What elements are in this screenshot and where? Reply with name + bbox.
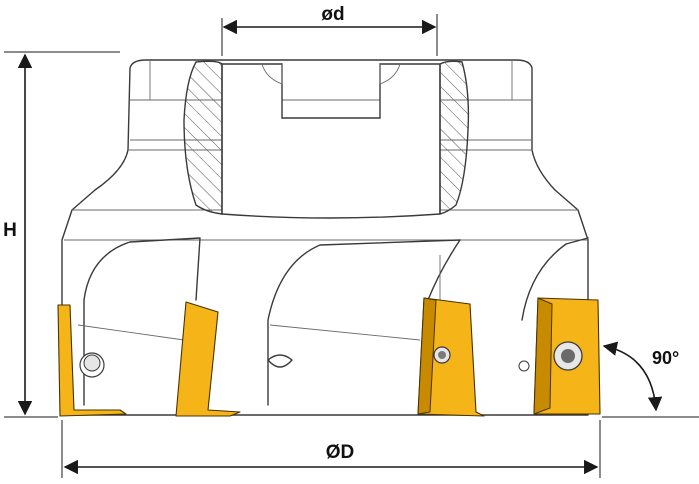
inserts: [57, 297, 601, 417]
insert-2: [175, 301, 241, 417]
bore-diameter-label: ød: [321, 4, 344, 25]
section-right: [439, 60, 470, 215]
cutter-diameter-label: ØD: [326, 442, 355, 463]
flute-1: [83, 237, 201, 406]
dimension-angle: [602, 341, 699, 418]
angle-label: 90°: [652, 348, 679, 368]
flute-2: [267, 239, 461, 406]
dimension-height: [4, 51, 120, 418]
hub-outline: [61, 59, 589, 416]
screw-head-1: [83, 354, 101, 372]
dimension-bore: [221, 14, 438, 56]
insert-1: [57, 304, 127, 417]
dimension-cutter-diameter: [61, 420, 601, 478]
cutter-body: [61, 59, 589, 416]
coolant-hole-small: [518, 360, 530, 372]
section-left: [183, 60, 223, 215]
coolant-hole: [267, 354, 293, 368]
flute-3: [521, 237, 589, 321]
height-label: H: [3, 220, 17, 241]
